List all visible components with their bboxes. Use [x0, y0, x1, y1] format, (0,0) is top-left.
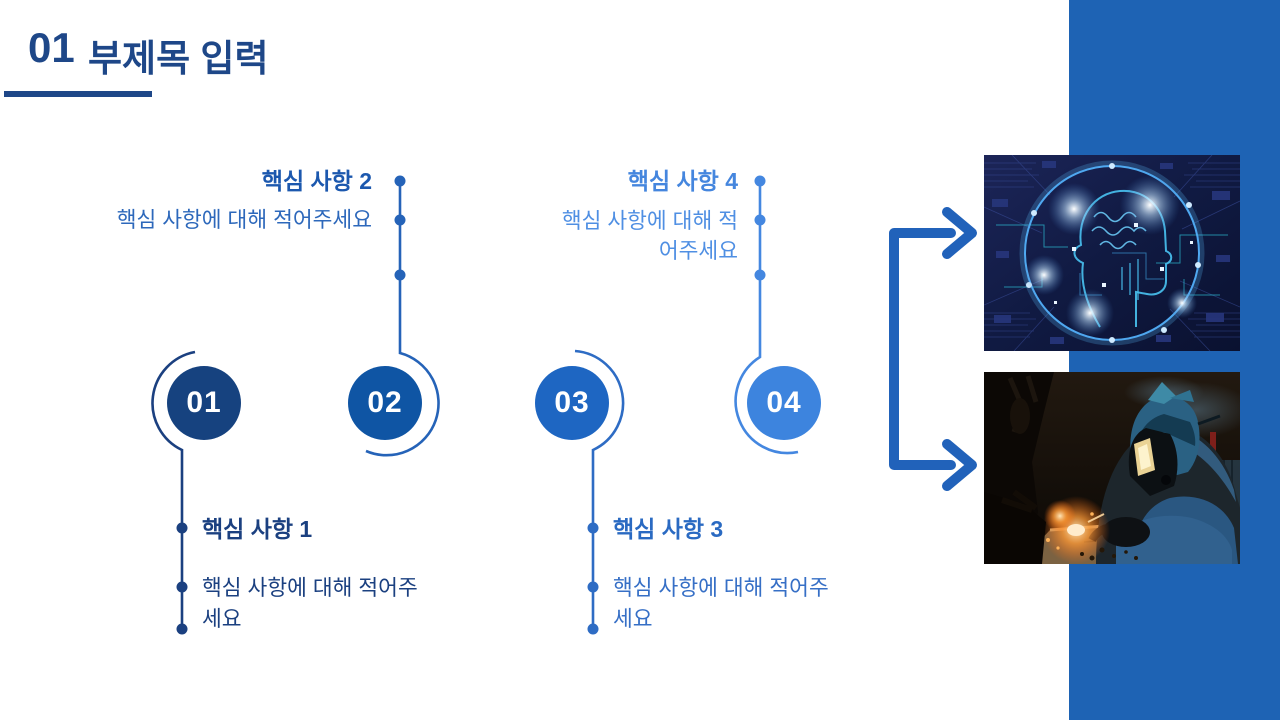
timeline-text-3: 핵심 사항 3 핵심 사항에 대해 적어주세요: [613, 515, 843, 635]
timeline-heading-2: 핵심 사항 2: [261, 168, 372, 194]
connector-1-dot: [176, 623, 188, 635]
connector-2-dot: [394, 269, 406, 281]
connector-4-dot: [754, 175, 766, 187]
connector-1-dot: [176, 581, 188, 593]
timeline-description-2: 핵심 사항에 대해 적어주세요: [116, 208, 372, 232]
arrowhead-top-icon: [942, 207, 977, 259]
timeline-node-1: 01: [167, 366, 241, 440]
timeline-text-2: 핵심 사항 2 핵심 사항에 대해 적어주세요: [40, 167, 372, 234]
title-underline: [4, 91, 152, 97]
timeline-heading-3: 핵심 사항 3: [613, 516, 724, 542]
connector-1-dot: [176, 522, 188, 534]
bracket-arrow: [889, 228, 956, 470]
connector-2-dot: [394, 214, 406, 226]
slide-title: 부제목 입력: [88, 38, 269, 79]
timeline-node-1-number: 01: [186, 386, 222, 419]
timeline-description-4: 핵심 사항에 대해 적어주세요: [561, 209, 738, 263]
section-number: 01: [28, 24, 75, 71]
right-accent-band: [1069, 0, 1280, 720]
timeline-node-4-number: 04: [766, 386, 802, 419]
connector-4: [734, 178, 799, 455]
connector-3-dot: [587, 522, 599, 534]
timeline-description-1: 핵심 사항에 대해 적어주세요: [202, 576, 418, 631]
timeline-description-3: 핵심 사항에 대해 적어주세요: [613, 576, 829, 631]
connector-3-dot: [587, 581, 599, 593]
connector-3-dot: [587, 623, 599, 635]
connector-2: [365, 178, 440, 457]
timeline-text-4: 핵심 사항 4 핵심 사항에 대해 적어주세요: [545, 167, 738, 266]
connector-4-dot: [754, 214, 766, 226]
welder-working-image: [984, 372, 1240, 564]
timeline-node-3-number: 03: [554, 386, 590, 419]
arrowhead-bottom-icon: [942, 439, 977, 491]
timeline-node-3: 03: [535, 366, 609, 440]
timeline-node-2-number: 02: [367, 386, 403, 419]
timeline-heading-4: 핵심 사항 4: [627, 168, 738, 194]
timeline-node-2: 02: [348, 366, 422, 440]
ai-brain-circuit-image: [984, 155, 1240, 351]
timeline-heading-1: 핵심 사항 1: [202, 516, 313, 542]
connector-2-dot: [394, 175, 406, 187]
connector-3: [574, 349, 625, 629]
connector-1: [151, 350, 196, 629]
connector-4-dot: [754, 269, 766, 281]
timeline-node-4: 04: [747, 366, 821, 440]
timeline-text-1: 핵심 사항 1 핵심 사항에 대해 적어주세요: [202, 515, 432, 635]
